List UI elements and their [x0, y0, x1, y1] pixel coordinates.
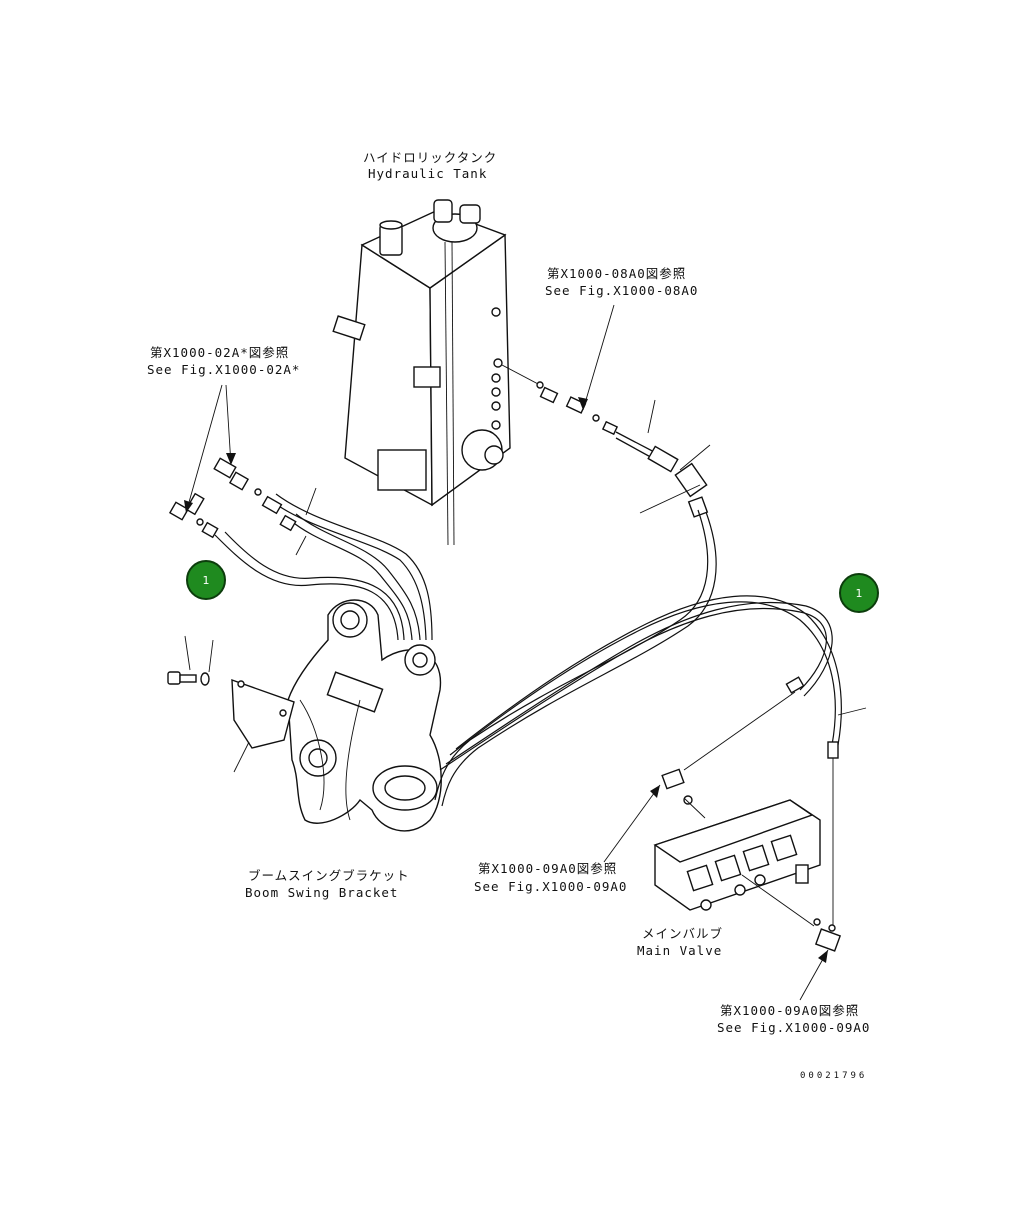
- reference-arrows: [184, 304, 829, 1001]
- badge-circle: [839, 573, 879, 613]
- figure-number: 00021796: [800, 1071, 867, 1081]
- badge-number: 1: [856, 587, 863, 600]
- callout-badge-right[interactable]: 1: [839, 573, 879, 613]
- ref-09a0-mid-label-en: See Fig.X1000-09A0: [474, 879, 627, 894]
- badge-circle: [186, 560, 226, 600]
- bracket-hoses-left: [214, 493, 433, 641]
- tank-fittings: [501, 364, 709, 518]
- valve-label-en: Main Valve: [637, 943, 722, 958]
- ref-09a0-mid-label-jp: 第X1000-09A0図参照: [478, 861, 617, 876]
- tank-label-en: Hydraulic Tank: [368, 166, 487, 181]
- hydraulic-tank: [332, 199, 511, 546]
- long-hoses: [434, 509, 842, 807]
- ref-09a0-bot-label-en: See Fig.X1000-09A0: [717, 1020, 870, 1035]
- ref-08a0-label-en: See Fig.X1000-08A0: [545, 283, 698, 298]
- boom-swing-bracket: [287, 599, 442, 832]
- valve-label-jp: メインバルブ: [642, 926, 723, 941]
- ref-09a0-bot-label-jp: 第X1000-09A0図参照: [720, 1003, 859, 1018]
- badge-number: 1: [203, 574, 210, 587]
- main-valve: [653, 797, 821, 927]
- ref-02a-label-en: See Fig.X1000-02A*: [147, 362, 300, 377]
- boom-label-jp: ブームスイングブラケット: [248, 868, 410, 883]
- ref-02a-label-jp: 第X1000-02A*図参照: [150, 345, 289, 360]
- left-fittings: [168, 457, 317, 556]
- ref-08a0-label-jp: 第X1000-08A0図参照: [547, 266, 686, 281]
- mounting-bolt-set: [167, 635, 295, 773]
- boom-label-en: Boom Swing Bracket: [245, 885, 398, 900]
- valve-fittings: [661, 676, 867, 952]
- tank-label-jp: ハイドロリックタンク: [363, 150, 497, 165]
- callout-badge-left[interactable]: 1: [186, 560, 226, 600]
- labels: ハイドロリックタンク Hydraulic Tank 第X1000-08A0図参照…: [147, 150, 870, 1081]
